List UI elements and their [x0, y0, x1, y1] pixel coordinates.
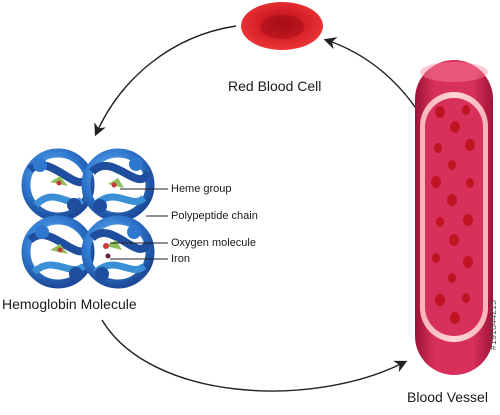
arrow-cell-to-hemoglobin	[94, 25, 237, 137]
stock-watermark: #191844215	[488, 300, 498, 351]
blood-vessel	[415, 60, 493, 375]
vessel-blood-cells	[431, 105, 475, 324]
heme-group-label: Heme group	[171, 183, 232, 195]
polypeptide-chain-label: Polypeptide chain	[171, 210, 258, 222]
globin-subunit-beta1	[81, 148, 155, 222]
oxygen-molecule-label: Oxygen molecule	[171, 237, 256, 249]
globin-subunit-beta2	[81, 215, 155, 289]
blood-vessel-label: Blood Vessel	[407, 389, 488, 405]
globin-subunit-alpha1	[21, 148, 95, 222]
arrow-hemoglobin-to-vessel	[101, 319, 408, 392]
red-blood-cell	[241, 2, 323, 50]
hemoglobin-leader-lines	[110, 188, 168, 260]
iron-label: Iron	[171, 253, 190, 265]
hemoglobin-molecule-label: Hemoglobin Molecule	[2, 296, 137, 312]
hemoglobin-molecule	[21, 148, 155, 289]
globin-subunit-alpha2	[21, 215, 95, 289]
red-blood-cell-label: Red Blood Cell	[228, 78, 322, 94]
